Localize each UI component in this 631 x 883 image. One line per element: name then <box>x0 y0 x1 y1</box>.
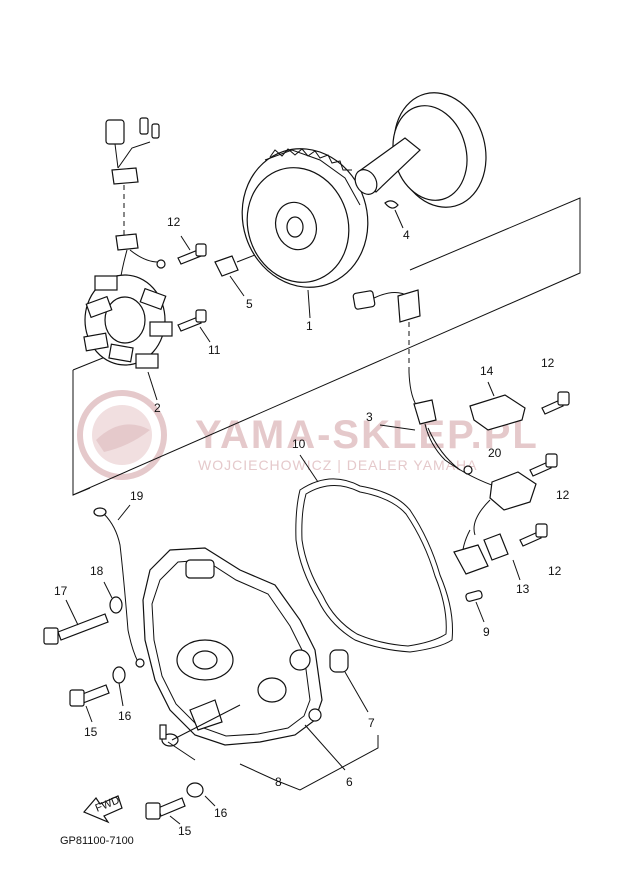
crankcase-cover-part-8 <box>142 547 346 771</box>
screw-part-11 <box>177 309 211 343</box>
screw-part-12d <box>519 523 548 547</box>
callout-1: 1 <box>306 319 313 333</box>
washer-part-16a <box>112 666 126 707</box>
diagram-code: GP81100-7100 <box>60 835 134 847</box>
watermark-subtitle: WOJCIECHOWICZ | DEALER YAMAHA <box>198 457 477 473</box>
bolt-part-17 <box>43 599 109 645</box>
callout-12-b: 12 <box>541 356 555 370</box>
bolt-part-15b <box>145 797 186 825</box>
callout-15-b: 15 <box>178 824 192 838</box>
screw-part-12a <box>177 235 207 265</box>
callout-8: 8 <box>275 775 282 789</box>
callout-16-b: 16 <box>214 806 228 820</box>
callout-19: 19 <box>130 489 144 503</box>
dowel-part-7 <box>329 649 369 713</box>
lead-wire-part-19 <box>93 504 145 668</box>
stator-part <box>83 117 173 401</box>
callout-7: 7 <box>368 716 375 730</box>
fwd-arrow-icon: FWD <box>83 794 123 824</box>
callout-6: 6 <box>346 775 353 789</box>
callout-3: 3 <box>366 410 373 424</box>
callout-bracket-8 <box>239 735 379 791</box>
washer-part-16b <box>186 782 216 807</box>
callout-12-d: 12 <box>548 564 562 578</box>
callout-9: 9 <box>483 625 490 639</box>
bolt-part-15a <box>69 684 110 723</box>
callout-14: 14 <box>480 364 494 378</box>
callout-20: 20 <box>488 446 502 460</box>
callout-10: 10 <box>292 437 306 451</box>
callout-4: 4 <box>403 228 410 242</box>
watermark-logo <box>77 390 167 480</box>
callout-13: 13 <box>516 582 530 596</box>
flywheel-part-1 <box>241 148 369 319</box>
gasket-part-10 <box>295 454 453 653</box>
screw-part-12b <box>541 391 570 415</box>
callout-5: 5 <box>246 297 253 311</box>
pickup-wiring <box>352 289 537 581</box>
callout-12-a: 12 <box>167 215 181 229</box>
dowel-part-9 <box>465 590 485 623</box>
nut-part-5 <box>214 254 256 297</box>
screw-part-12c <box>529 453 558 477</box>
callout-15-a: 15 <box>84 725 98 739</box>
plate-part-14 <box>469 381 526 431</box>
crankshaft-part <box>354 92 487 229</box>
callout-18: 18 <box>90 564 104 578</box>
washer-part-18 <box>103 581 123 614</box>
callout-12-c: 12 <box>556 488 570 502</box>
callout-labels: 1 2 3 4 5 6 7 8 9 10 11 12 12 12 12 13 1… <box>54 215 570 838</box>
callout-16-a: 16 <box>118 709 132 723</box>
callout-17: 17 <box>54 584 68 598</box>
callout-2: 2 <box>154 401 161 415</box>
callout-11: 11 <box>208 343 221 357</box>
